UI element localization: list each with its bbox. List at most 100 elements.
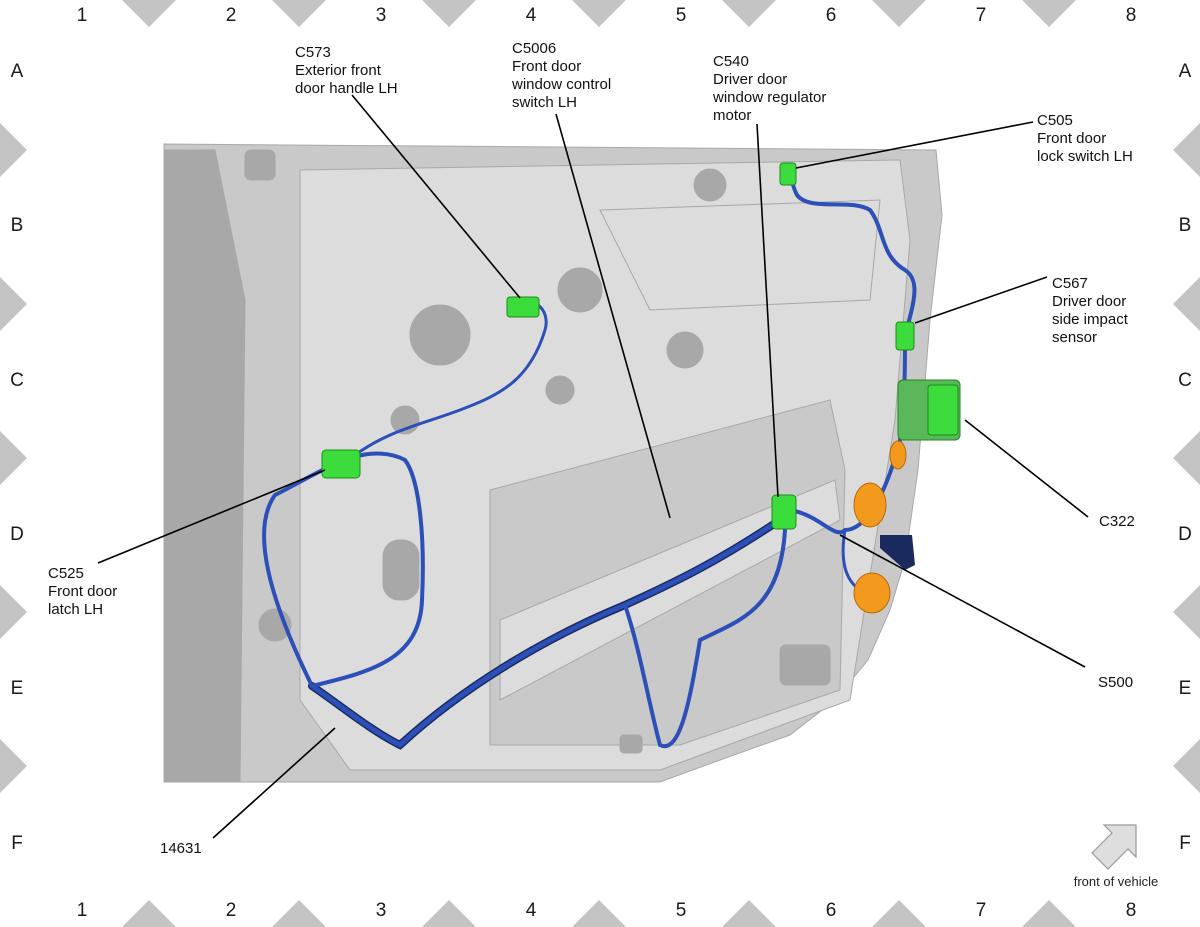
column-label-bottom: 5 — [676, 900, 687, 921]
leader-c505 — [795, 121, 1034, 169]
callout-c505-code: C505 — [1037, 112, 1073, 129]
row-label-right: A — [1179, 61, 1192, 82]
callout-c525-code: C525 — [48, 565, 84, 582]
callout-c525-desc: Front door — [48, 583, 117, 600]
harness-main-trunk — [309, 517, 783, 749]
column-label-top: 8 — [1126, 5, 1137, 26]
top-zone-marker — [722, 0, 776, 27]
door-panel-slot — [382, 539, 420, 601]
callout-c567: C567 Driver door side impact sensor — [1052, 275, 1132, 346]
callout-c540: C540 Driver door window regulator motor — [712, 53, 831, 124]
left-zone-marker — [0, 431, 27, 485]
row-label-right: E — [1179, 678, 1192, 699]
door-panel-access-hole — [409, 304, 471, 366]
door-panel-bracket — [244, 149, 276, 181]
right-zone-marker — [1173, 277, 1200, 331]
harness-bracket-navy — [880, 535, 915, 570]
callout-c567-code: C567 — [1052, 275, 1088, 292]
bottom-zone-marker — [422, 900, 476, 927]
column-label-bottom: 8 — [1126, 900, 1137, 921]
column-label-top: 6 — [826, 5, 837, 26]
left-zone-marker — [0, 585, 27, 639]
column-label-bottom: 2 — [226, 900, 237, 921]
callout-c322-code: C322 — [1099, 513, 1135, 530]
top-zone-marker — [122, 0, 176, 27]
callout-c5006-desc: Front door — [512, 58, 581, 75]
column-label-top: 5 — [676, 5, 687, 26]
left-zone-marker — [0, 739, 27, 793]
harness-branch-latch-loop — [310, 451, 425, 688]
leader-c573 — [351, 94, 521, 299]
bottom-zone-marker — [1022, 900, 1076, 927]
right-zone-marker — [1173, 123, 1200, 177]
row-label-right: C — [1178, 370, 1192, 391]
row-label-left: D — [10, 524, 24, 545]
callout-c567-desc: Driver door — [1052, 293, 1126, 310]
connector-c540 — [771, 494, 797, 530]
harness-branch-handle — [353, 303, 548, 457]
row-label-right: D — [1178, 524, 1192, 545]
callout-14631-code: 14631 — [160, 840, 202, 857]
row-label-left: E — [11, 678, 24, 699]
door-panel-access-hole — [693, 168, 727, 202]
top-zone-marker — [572, 0, 626, 27]
row-label-left: A — [11, 61, 24, 82]
callout-c5006-desc: window control — [511, 76, 611, 93]
top-zone-marker — [872, 0, 926, 27]
row-label-left: B — [11, 215, 24, 236]
callout-c5006-code: C5006 — [512, 40, 556, 57]
door-panel-access-hole — [545, 375, 575, 405]
connectors — [321, 162, 961, 530]
door-panel-left-flange — [164, 149, 246, 783]
row-label-left: F — [11, 833, 23, 854]
harness-clip-orange — [853, 572, 891, 614]
callout-c540-desc: motor — [713, 107, 751, 124]
callout-c573-desc: Exterior front — [295, 62, 382, 79]
door-inner-panel — [163, 143, 943, 783]
callout-c567-desc: side impact — [1052, 311, 1129, 328]
callout-14631: 14631 — [160, 840, 202, 857]
door-panel-upper-recess — [599, 199, 881, 311]
bottom-zone-marker — [272, 900, 326, 927]
callout-leader-lines — [97, 94, 1089, 839]
callout-c573-desc: door handle LH — [295, 80, 398, 97]
harness-branch-lock-switch — [788, 174, 917, 337]
callout-c5006: C5006 Front door window control switch L… — [511, 40, 615, 111]
column-label-top: 7 — [976, 5, 987, 26]
grid-labels: 1 2 3 4 5 6 7 8 1 2 3 4 5 6 7 8 A B C D … — [10, 5, 1192, 921]
callout-c505: C505 Front door lock switch LH — [1037, 112, 1133, 165]
callout-c505-desc: lock switch LH — [1037, 148, 1133, 165]
column-label-top: 3 — [376, 5, 387, 26]
bottom-zone-marker — [122, 900, 176, 927]
bottom-zone-marker — [722, 900, 776, 927]
callout-c525-desc: latch LH — [48, 601, 103, 618]
column-label-top: 4 — [526, 5, 537, 26]
column-label-bottom: 1 — [77, 900, 88, 921]
orientation-indicator: front of vehicle — [1074, 824, 1158, 889]
callout-c525: C525 Front door latch LH — [48, 565, 121, 618]
connector-c573 — [506, 296, 540, 318]
leader-c5006 — [555, 113, 671, 519]
top-zone-marker — [422, 0, 476, 27]
right-zone-marker — [1173, 585, 1200, 639]
column-label-top: 1 — [77, 5, 88, 26]
door-panel-access-hole — [666, 331, 704, 369]
callout-s500-code: S500 — [1098, 674, 1133, 691]
front-of-vehicle-arrow-icon — [1091, 824, 1137, 870]
harness-clip-orange — [853, 482, 887, 528]
door-panel-slot — [619, 734, 643, 754]
callout-c573-code: C573 — [295, 44, 331, 61]
leader-c540 — [756, 123, 779, 498]
harness-clip-orange — [889, 440, 907, 470]
leader-c525 — [97, 469, 326, 564]
callout-labels: C573 Exterior front door handle LH C5006… — [48, 40, 1135, 857]
column-label-bottom: 6 — [826, 900, 837, 921]
row-label-right: B — [1179, 215, 1192, 236]
left-zone-marker — [0, 123, 27, 177]
callout-c540-code: C540 — [713, 53, 749, 70]
top-zone-marker — [272, 0, 326, 27]
callout-c573: C573 Exterior front door handle LH — [295, 44, 398, 97]
